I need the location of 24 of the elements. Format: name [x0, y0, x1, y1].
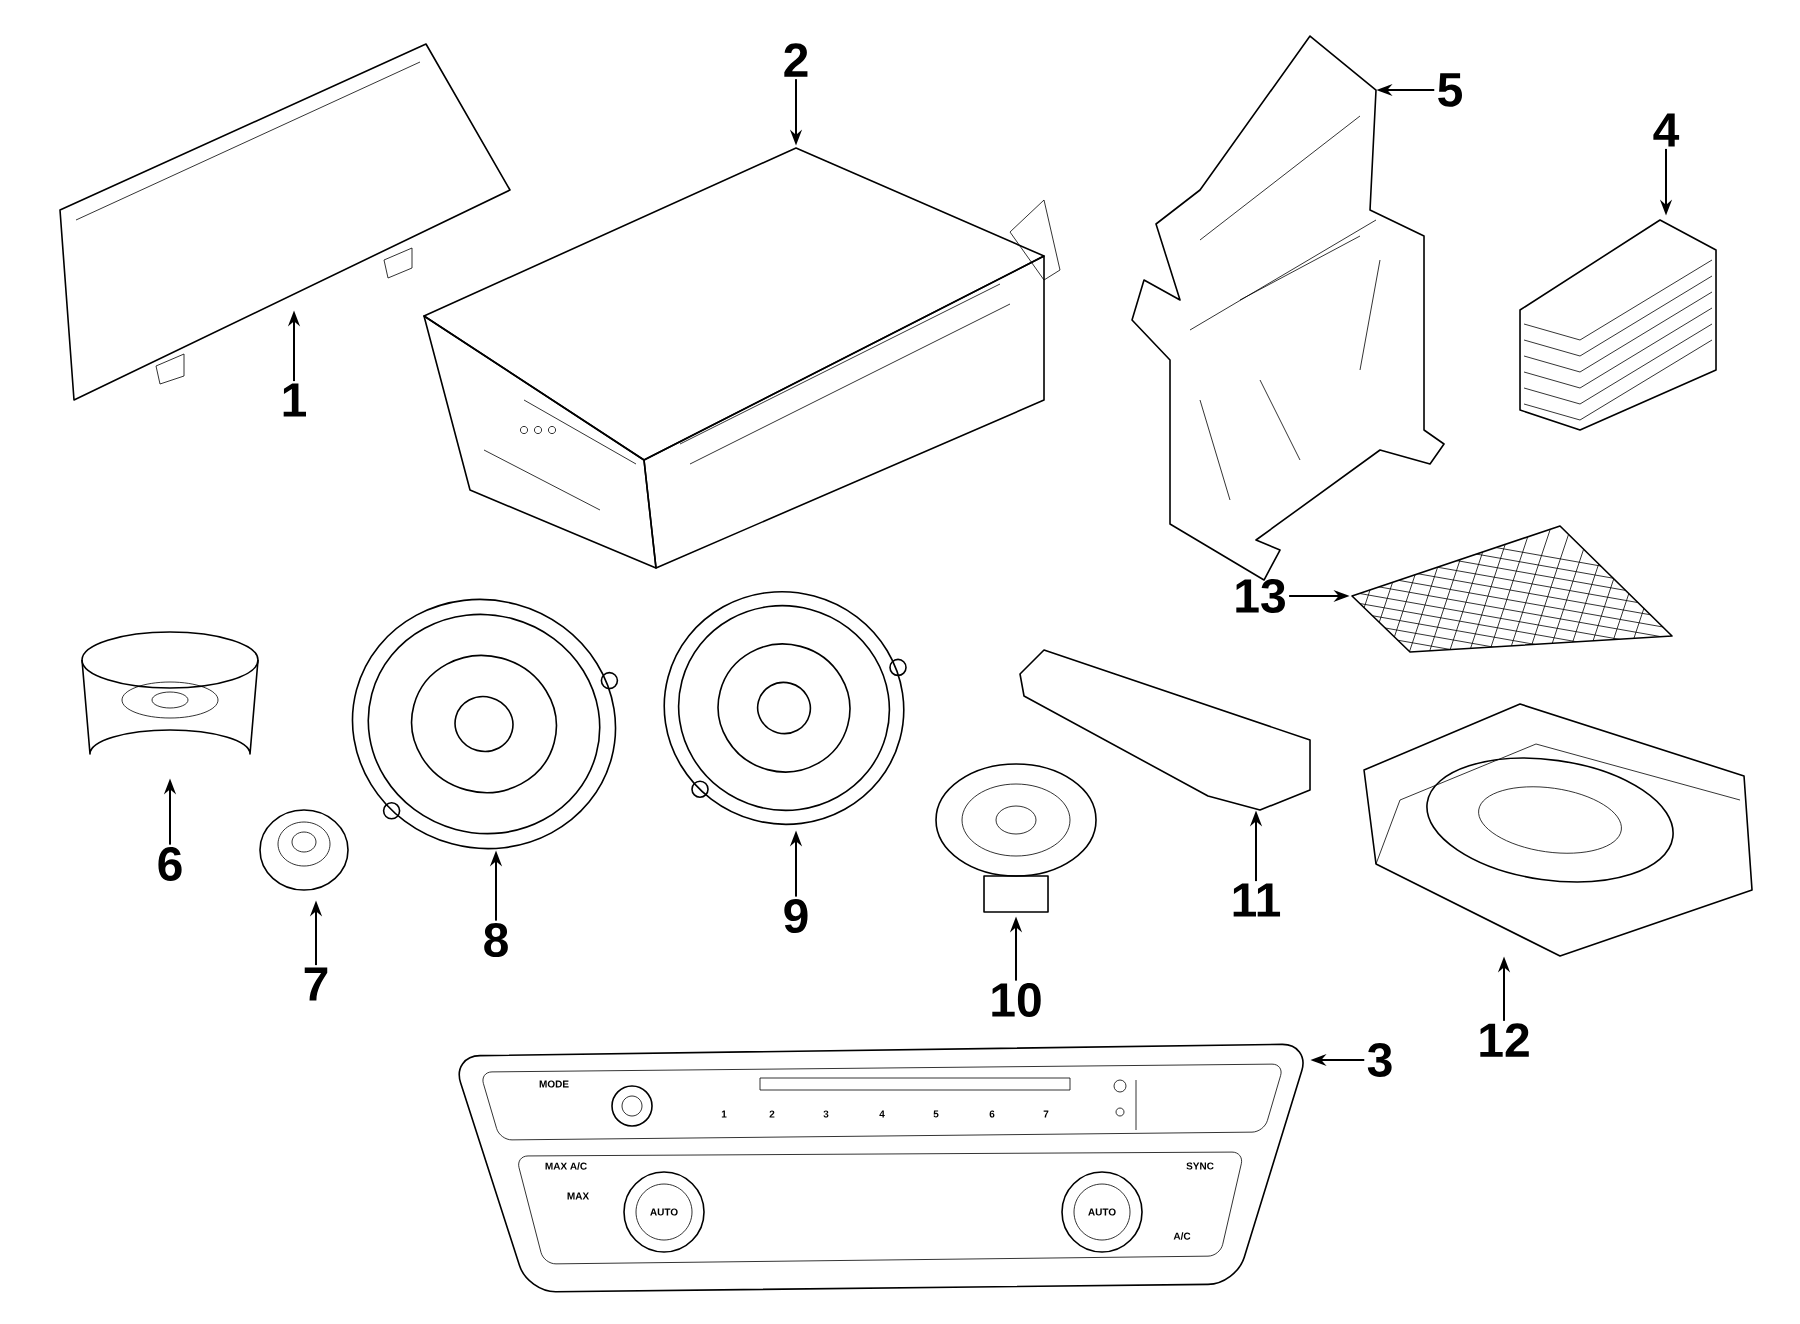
callout-number: 13	[1236, 579, 1285, 614]
trim-panel-drawing	[1019, 649, 1311, 811]
subwoofer-drawing	[1363, 703, 1753, 957]
callout-number: 10	[992, 983, 1041, 1017]
callout-number: 12	[1480, 1023, 1529, 1057]
callout-number: 6	[158, 847, 182, 881]
callout-number: 11	[1233, 883, 1281, 917]
callout-number: 9	[784, 899, 808, 933]
callout-number: 7	[304, 967, 328, 1001]
head-unit-drawing	[423, 147, 1061, 569]
callout-number: 4	[1653, 113, 1680, 147]
speaker-drawing	[81, 631, 259, 755]
callout-number: 1	[283, 383, 306, 417]
speaker-drawing	[663, 590, 907, 826]
callout-number: 3	[1367, 1043, 1392, 1078]
callout-number: 8	[484, 923, 508, 957]
speaker-drawing	[935, 763, 1097, 913]
speaker-grille-drawing	[1351, 525, 1673, 653]
speaker-drawing	[351, 598, 619, 850]
tweeter-drawing	[259, 809, 349, 891]
callout-number: 5	[1438, 73, 1462, 107]
control-panel-drawing	[458, 1043, 1304, 1293]
callout-number: 2	[784, 43, 808, 77]
amplifier-drawing	[1519, 219, 1717, 431]
